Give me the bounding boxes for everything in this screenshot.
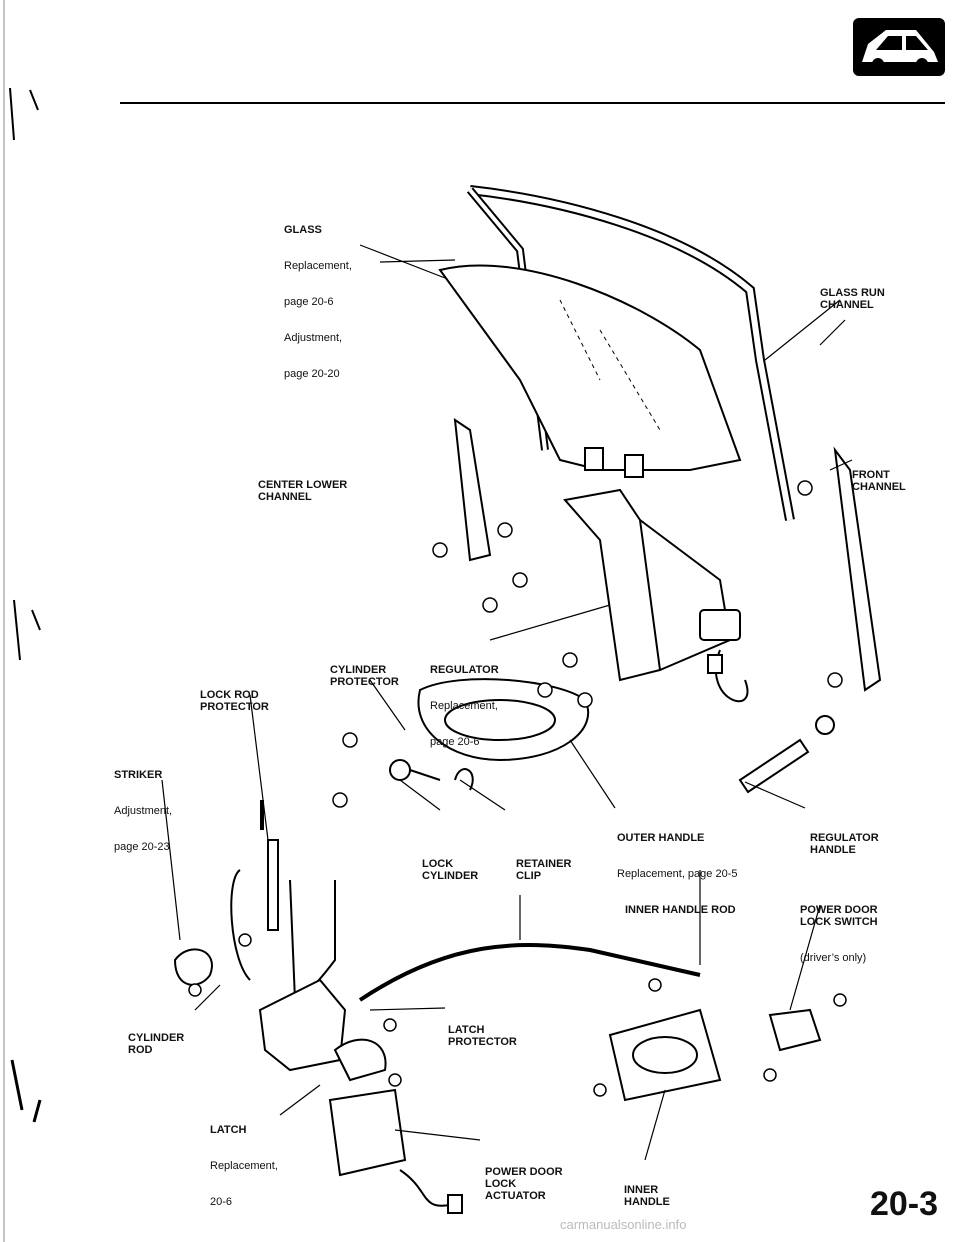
- label-cylinder-protector: CYLINDER PROTECTOR: [330, 664, 399, 688]
- label-regulator: REGULATOR Replacement, page 20-6: [430, 664, 499, 748]
- label-latch-protector: LATCH PROTECTOR: [448, 1024, 517, 1048]
- label-inner-handle-rod: INNER HANDLE ROD: [625, 904, 736, 916]
- label-lock-cylinder: LOCK CYLINDER: [422, 858, 479, 882]
- latch-part: [258, 978, 387, 1082]
- label-glass: GLASS Replacement, page 20-6 Adjustment,…: [284, 224, 352, 380]
- label-retainer-clip: RETAINER CLIP: [516, 858, 572, 882]
- regulator-handle-part: [738, 715, 835, 794]
- outer-handle-part: [417, 678, 590, 762]
- label-lock-rod-protector: LOCK ROD PROTECTOR: [200, 689, 269, 713]
- glass-part: [438, 264, 742, 478]
- lock-rod-part: [230, 800, 336, 1001]
- inner-handle-part: [608, 1008, 722, 1102]
- car-icon: [853, 18, 945, 76]
- center-lower-channel-part: [453, 417, 492, 562]
- label-cylinder-rod: CYLINDER ROD: [128, 1032, 185, 1056]
- power-door-lock-actuator-part: [328, 1088, 463, 1214]
- label-power-door-lock-actuator: POWER DOOR LOCK ACTUATOR: [485, 1166, 563, 1202]
- leader-lines: [161, 244, 853, 1161]
- label-inner-handle: INNER HANDLE: [624, 1184, 670, 1208]
- bolt-icons: [188, 480, 847, 1097]
- label-center-lower-channel: CENTER LOWER CHANNEL: [258, 479, 348, 503]
- watermark: carmanualsonline.info: [560, 1217, 687, 1232]
- label-striker: STRIKER Adjustment, page 20-23: [114, 769, 173, 853]
- power-door-lock-switch-part: [768, 1008, 822, 1052]
- label-front-channel: FRONT CHANNEL: [852, 469, 906, 493]
- inner-handle-rod-part: [358, 943, 701, 1002]
- label-regulator-handle: REGULATOR HANDLE: [810, 832, 879, 856]
- label-outer-handle: OUTER HANDLE Replacement, page 20-5: [617, 832, 738, 880]
- regulator-part: [563, 488, 749, 703]
- label-power-door-lock-switch: POWER DOOR LOCK SWITCH (driver’s only): [800, 904, 878, 964]
- label-latch: LATCH Replacement, 20-6: [210, 1124, 278, 1208]
- striker-part: [173, 948, 213, 986]
- lock-cylinder-part: [389, 759, 474, 791]
- page-number: 20-3: [869, 1185, 938, 1223]
- label-glass-run-channel: GLASS RUN CHANNEL: [820, 287, 885, 311]
